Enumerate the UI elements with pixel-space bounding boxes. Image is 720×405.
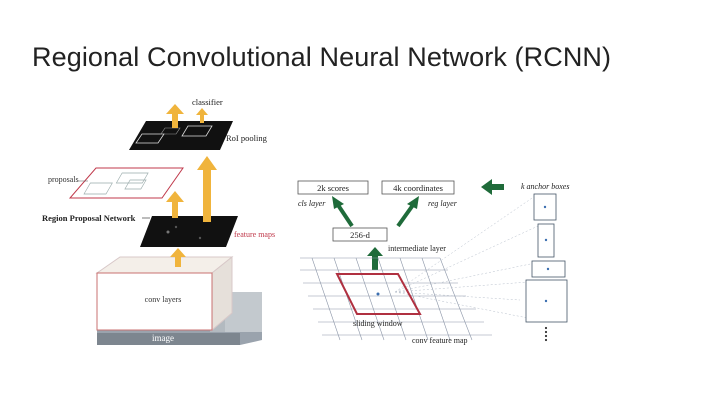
reg-layer-label: reg layer	[428, 199, 458, 208]
rcnn-pipeline: image conv layers feature maps	[42, 97, 275, 345]
arrow-rpn-to-proposals	[166, 191, 184, 218]
sliding-window-label: sliding window	[353, 319, 403, 328]
anchor-centers	[543, 205, 550, 303]
coordinates-box	[381, 180, 455, 195]
arrows-to-cls-reg	[332, 196, 419, 228]
conv-layers-block: conv layers	[95, 255, 234, 332]
arrow-feature-to-roi	[197, 156, 217, 222]
intermediate-box-label: 256-d	[350, 230, 371, 240]
anchor-ellipsis	[544, 326, 548, 342]
conv-feature-map-grid	[300, 257, 492, 341]
proposals-label: proposals	[48, 175, 79, 184]
arrow-conv-to-feature	[170, 248, 186, 267]
coordinates-label: 4k coordinates	[393, 183, 443, 193]
conv-layers-label: conv layers	[145, 295, 182, 304]
feature-maps-plane: feature maps	[140, 216, 275, 247]
roi-pooling-plane: RoI pooling	[129, 121, 268, 150]
proposals-plane: proposals	[48, 167, 184, 199]
roi-pooling-label: RoI pooling	[226, 133, 268, 143]
arrow-window-to-intermediate	[367, 247, 383, 270]
conv-feature-map-label: conv feature map	[412, 336, 468, 345]
anchor-boxes	[525, 193, 568, 323]
classifier-label: classifier	[192, 97, 223, 107]
arrows-roi-to-classifier	[166, 104, 208, 128]
slide-title: Regional Convolutional Neural Network (R…	[32, 42, 612, 72]
anchor-projection-lines	[394, 195, 541, 319]
feature-maps-label: feature maps	[234, 230, 275, 239]
intermediate-box	[332, 227, 388, 242]
anchor-boxes-label: k anchor boxes	[521, 182, 569, 191]
rpn-detail: 2k scores 4k coordinates k anchor boxes …	[297, 179, 569, 345]
cls-layer-label: cls layer	[298, 199, 326, 208]
rpn-label: Region Proposal Network	[42, 213, 136, 223]
scores-box	[297, 180, 369, 195]
sliding-window-box	[335, 273, 422, 315]
scores-label: 2k scores	[317, 183, 349, 193]
image-label: image	[152, 333, 174, 343]
arrow-anchors-to-outputs	[481, 179, 504, 195]
intermediate-layer-label: intermediate layer	[388, 244, 446, 253]
